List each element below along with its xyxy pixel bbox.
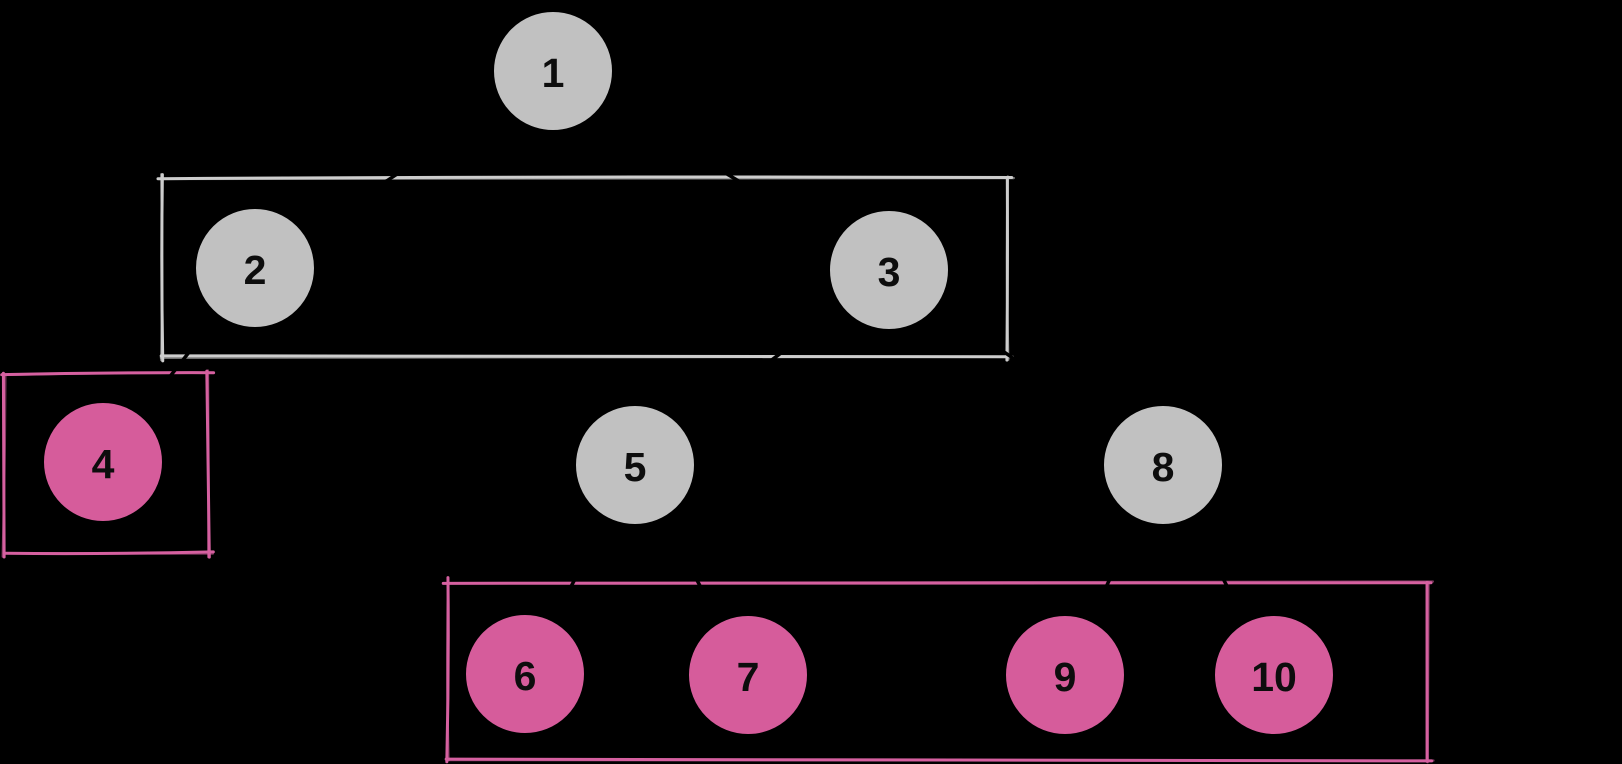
edge-1-2 — [254, 69, 554, 270]
tree-node-9: 9 — [1006, 616, 1124, 734]
node-label: 10 — [1251, 654, 1297, 700]
node-label: 3 — [878, 249, 901, 295]
node-label: 8 — [1152, 444, 1175, 490]
node-label: 5 — [624, 444, 647, 490]
node-circle-pink — [1215, 616, 1333, 734]
tree-node-5: 5 — [576, 406, 694, 524]
tree-node-7: 7 — [689, 616, 807, 734]
edge-1-3 — [552, 69, 890, 272]
node-label: 1 — [542, 50, 565, 96]
node-circle-pink — [44, 403, 162, 521]
tree-node-4: 4 — [44, 403, 162, 521]
tree-node-1: 1 — [494, 12, 612, 130]
node-circle-pink — [689, 616, 807, 734]
group-box-6-7-9-10 — [441, 576, 1435, 764]
tree-node-6: 6 — [466, 615, 584, 733]
group-box-4 — [0, 369, 216, 559]
node-label: 6 — [514, 653, 537, 699]
node-label: 2 — [244, 247, 267, 293]
tree-node-10: 10 — [1215, 616, 1333, 734]
tree-node-3: 3 — [830, 211, 948, 329]
node-circle-pink — [466, 615, 584, 733]
node-circle-gray — [1104, 406, 1222, 524]
node-circle-gray — [494, 12, 612, 130]
node-circle-gray — [576, 406, 694, 524]
group-box-2-3 — [156, 173, 1015, 363]
node-circle-gray — [830, 211, 948, 329]
node-label: 7 — [737, 654, 760, 700]
tree-node-2: 2 — [196, 209, 314, 327]
node-label: 9 — [1054, 654, 1077, 700]
node-circle-gray — [196, 209, 314, 327]
node-circle-pink — [1006, 616, 1124, 734]
tree-node-8: 8 — [1104, 406, 1222, 524]
node-label: 4 — [92, 441, 115, 487]
